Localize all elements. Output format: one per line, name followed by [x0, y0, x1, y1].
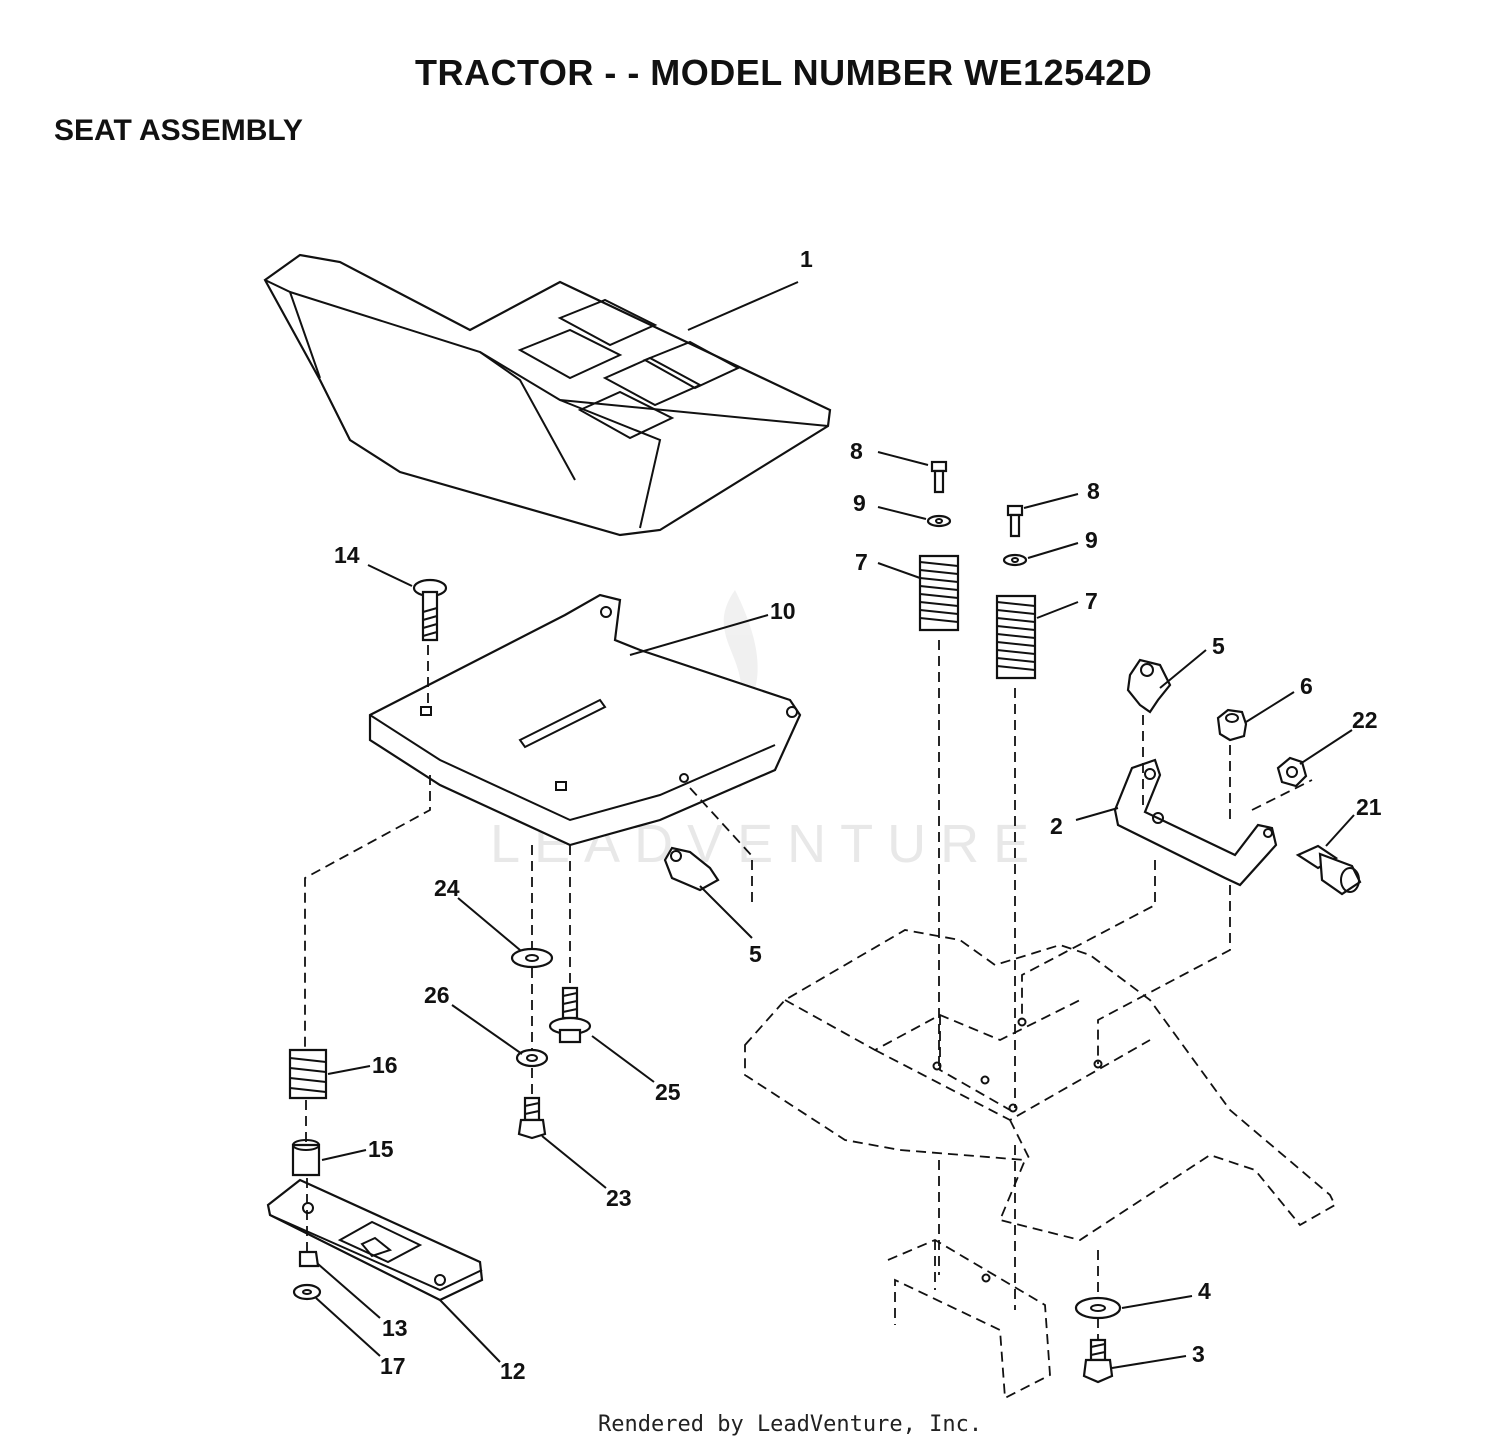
callout-8-left: 8 — [850, 438, 863, 464]
callout-8-right: 8 — [1087, 478, 1100, 504]
leader-lines — [315, 281, 1355, 1369]
hex-bolt-part — [517, 1096, 547, 1140]
knob-part-upper — [1126, 658, 1172, 714]
callout-9-left: 9 — [853, 490, 866, 516]
callout-10: 10 — [770, 598, 796, 624]
adjustment-plate-part — [266, 1178, 484, 1302]
callout-25: 25 — [655, 1079, 681, 1105]
carriage-bolt-part — [412, 578, 448, 642]
nut-part-13 — [298, 1250, 320, 1268]
spring-assembly-right — [995, 504, 1037, 680]
section-title: SEAT ASSEMBLY — [54, 114, 303, 147]
lock-nut-part — [1276, 756, 1308, 788]
washer-part-4 — [1074, 1296, 1122, 1320]
callout-1: 1 — [800, 246, 813, 272]
callout-13: 13 — [382, 1315, 408, 1341]
callout-6: 6 — [1300, 673, 1313, 699]
bracket-part — [1113, 758, 1278, 887]
callout-22: 22 — [1352, 707, 1378, 733]
seat-pan-part — [368, 593, 802, 847]
lock-washer-part — [515, 1048, 549, 1068]
hex-nut-part — [1216, 708, 1248, 742]
callout-21: 21 — [1356, 794, 1382, 820]
callout-14: 14 — [334, 542, 360, 568]
callout-15: 15 — [368, 1136, 394, 1162]
callout-5-lower: 5 — [749, 941, 762, 967]
tractor-frame-outline — [744, 929, 1337, 1400]
callout-12: 12 — [500, 1358, 526, 1384]
spring-assembly-left — [918, 460, 960, 632]
callout-labels: 1 14 10 8 9 7 8 9 7 5 6 22 2 21 24 5 26 … — [334, 246, 1382, 1384]
compression-spring-part — [288, 1048, 328, 1100]
shoulder-screw-part — [548, 986, 592, 1044]
callout-17: 17 — [380, 1353, 406, 1379]
callout-7-left: 7 — [855, 549, 868, 575]
callout-9-right: 9 — [1085, 527, 1098, 553]
callout-4: 4 — [1198, 1278, 1211, 1304]
callout-24: 24 — [434, 875, 460, 901]
callout-26: 26 — [424, 982, 450, 1008]
callout-2: 2 — [1050, 813, 1063, 839]
flat-washer-part — [510, 947, 554, 969]
callout-16: 16 — [372, 1052, 398, 1078]
callout-5-upper: 5 — [1212, 633, 1225, 659]
flange-nut-part-17 — [292, 1283, 322, 1301]
seat-part — [263, 253, 832, 537]
page-title: TRACTOR - - MODEL NUMBER WE12542D — [415, 52, 1153, 93]
render-credit: Rendered by LeadVenture, Inc. — [598, 1412, 983, 1437]
callout-7-right: 7 — [1085, 588, 1098, 614]
spacer-part — [291, 1139, 321, 1177]
knob-part-lower — [663, 846, 720, 892]
bolt-part-3 — [1082, 1338, 1114, 1384]
callout-23: 23 — [606, 1185, 632, 1211]
shoulder-bolt-part — [1295, 844, 1362, 896]
callout-3: 3 — [1192, 1341, 1205, 1367]
assembly-centerlines — [304, 640, 1313, 1340]
